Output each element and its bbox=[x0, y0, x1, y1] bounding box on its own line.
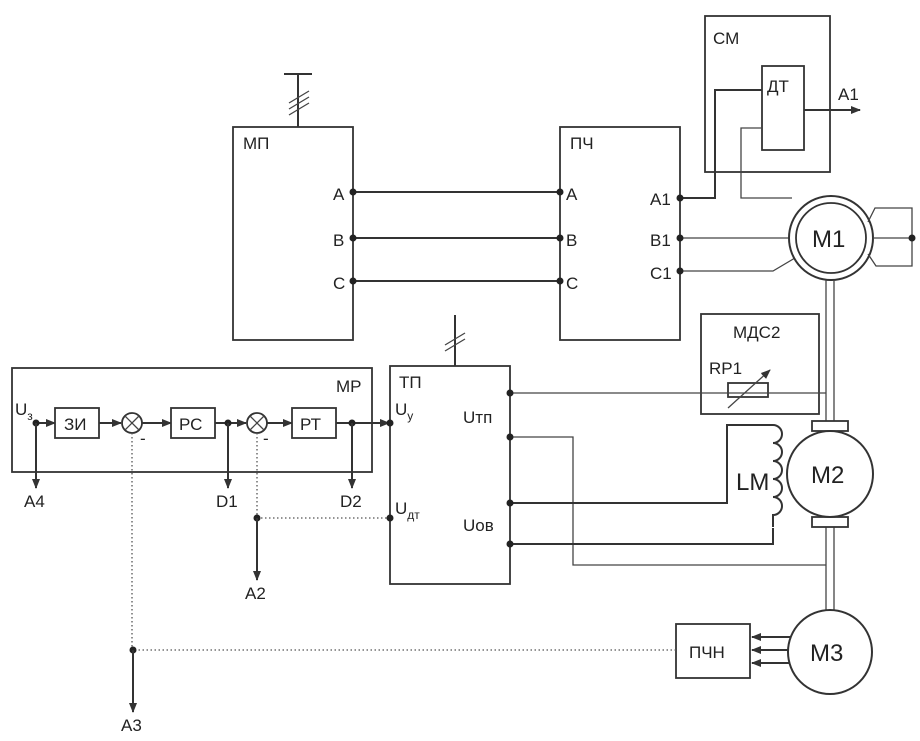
mp-block: МП A B C bbox=[232, 73, 354, 341]
mp-pch-wires bbox=[349, 188, 564, 285]
sm-label: СМ bbox=[713, 29, 739, 48]
tp-label: ТП bbox=[399, 373, 422, 392]
mr-label: МР bbox=[336, 377, 362, 396]
output-d1: D1 bbox=[216, 492, 238, 511]
m3-label: M3 bbox=[810, 640, 843, 667]
output-a4: A4 bbox=[24, 492, 45, 511]
rp1-label: RP1 bbox=[709, 359, 742, 378]
m1-label: M1 bbox=[812, 226, 845, 253]
tp-port-uov: Uов bbox=[463, 516, 494, 535]
tp-port-utp: Uтп bbox=[463, 408, 492, 427]
motor-m3: M3 bbox=[787, 609, 873, 695]
output-d2: D2 bbox=[340, 492, 362, 511]
motor-shafts bbox=[825, 280, 835, 614]
motor-m2: M2 bbox=[786, 420, 874, 528]
pch-port-c: C bbox=[566, 274, 578, 293]
mds2-block: МДС2 RP1 bbox=[700, 313, 820, 415]
motor-m1: M1 bbox=[788, 195, 916, 281]
pch-port-a: A bbox=[566, 185, 578, 204]
mr-block: МР Uз ЗИ - РС - РТ bbox=[11, 367, 394, 473]
pchn-block: ПЧН bbox=[133, 623, 790, 679]
mp-port-b: B bbox=[333, 231, 344, 250]
lm-label: LM bbox=[736, 469, 769, 496]
pch-port-b1: B1 bbox=[650, 231, 671, 250]
zi-label: ЗИ bbox=[64, 415, 87, 434]
mp-port-c: C bbox=[333, 274, 345, 293]
tp-block: ТП Uу Uдт Uтп Uов bbox=[389, 315, 511, 585]
output-a2: A2 bbox=[245, 584, 266, 603]
pch-port-b: B bbox=[566, 231, 577, 250]
tp-port-udt: Uдт bbox=[395, 499, 420, 522]
tp-output-wires bbox=[506, 389, 826, 566]
m2-label: M2 bbox=[811, 462, 844, 489]
pch-port-a1: A1 bbox=[650, 190, 671, 209]
pch-port-c1: C1 bbox=[650, 264, 672, 283]
summer-1-minus: - bbox=[140, 429, 146, 448]
mp-port-a: A bbox=[333, 185, 345, 204]
rt-label: РТ bbox=[300, 415, 321, 434]
mds2-label: МДС2 bbox=[733, 323, 780, 342]
dt-label: ДТ bbox=[767, 77, 789, 96]
mp-label: МП bbox=[243, 134, 269, 153]
summer-2-minus: - bbox=[263, 429, 269, 448]
rs-label: РС bbox=[179, 415, 202, 434]
output-a1: A1 bbox=[838, 85, 859, 104]
field-winding-lm: LM bbox=[736, 424, 783, 527]
summer-1 bbox=[121, 412, 143, 434]
output-a3: A3 bbox=[121, 716, 142, 735]
tp-port-uy: Uу bbox=[395, 400, 413, 423]
pchn-label: ПЧН bbox=[689, 643, 725, 662]
mr-outputs: A4 D1 D2 A2 A3 bbox=[24, 423, 394, 735]
sm-block: СМ ДТ A1 bbox=[704, 15, 861, 173]
pch-label: ПЧ bbox=[570, 134, 594, 153]
pch-block: ПЧ A B C A1 B1 C1 bbox=[559, 126, 681, 341]
pch-m1-wires bbox=[676, 89, 801, 275]
mr-input-uz: Uз bbox=[15, 400, 33, 423]
